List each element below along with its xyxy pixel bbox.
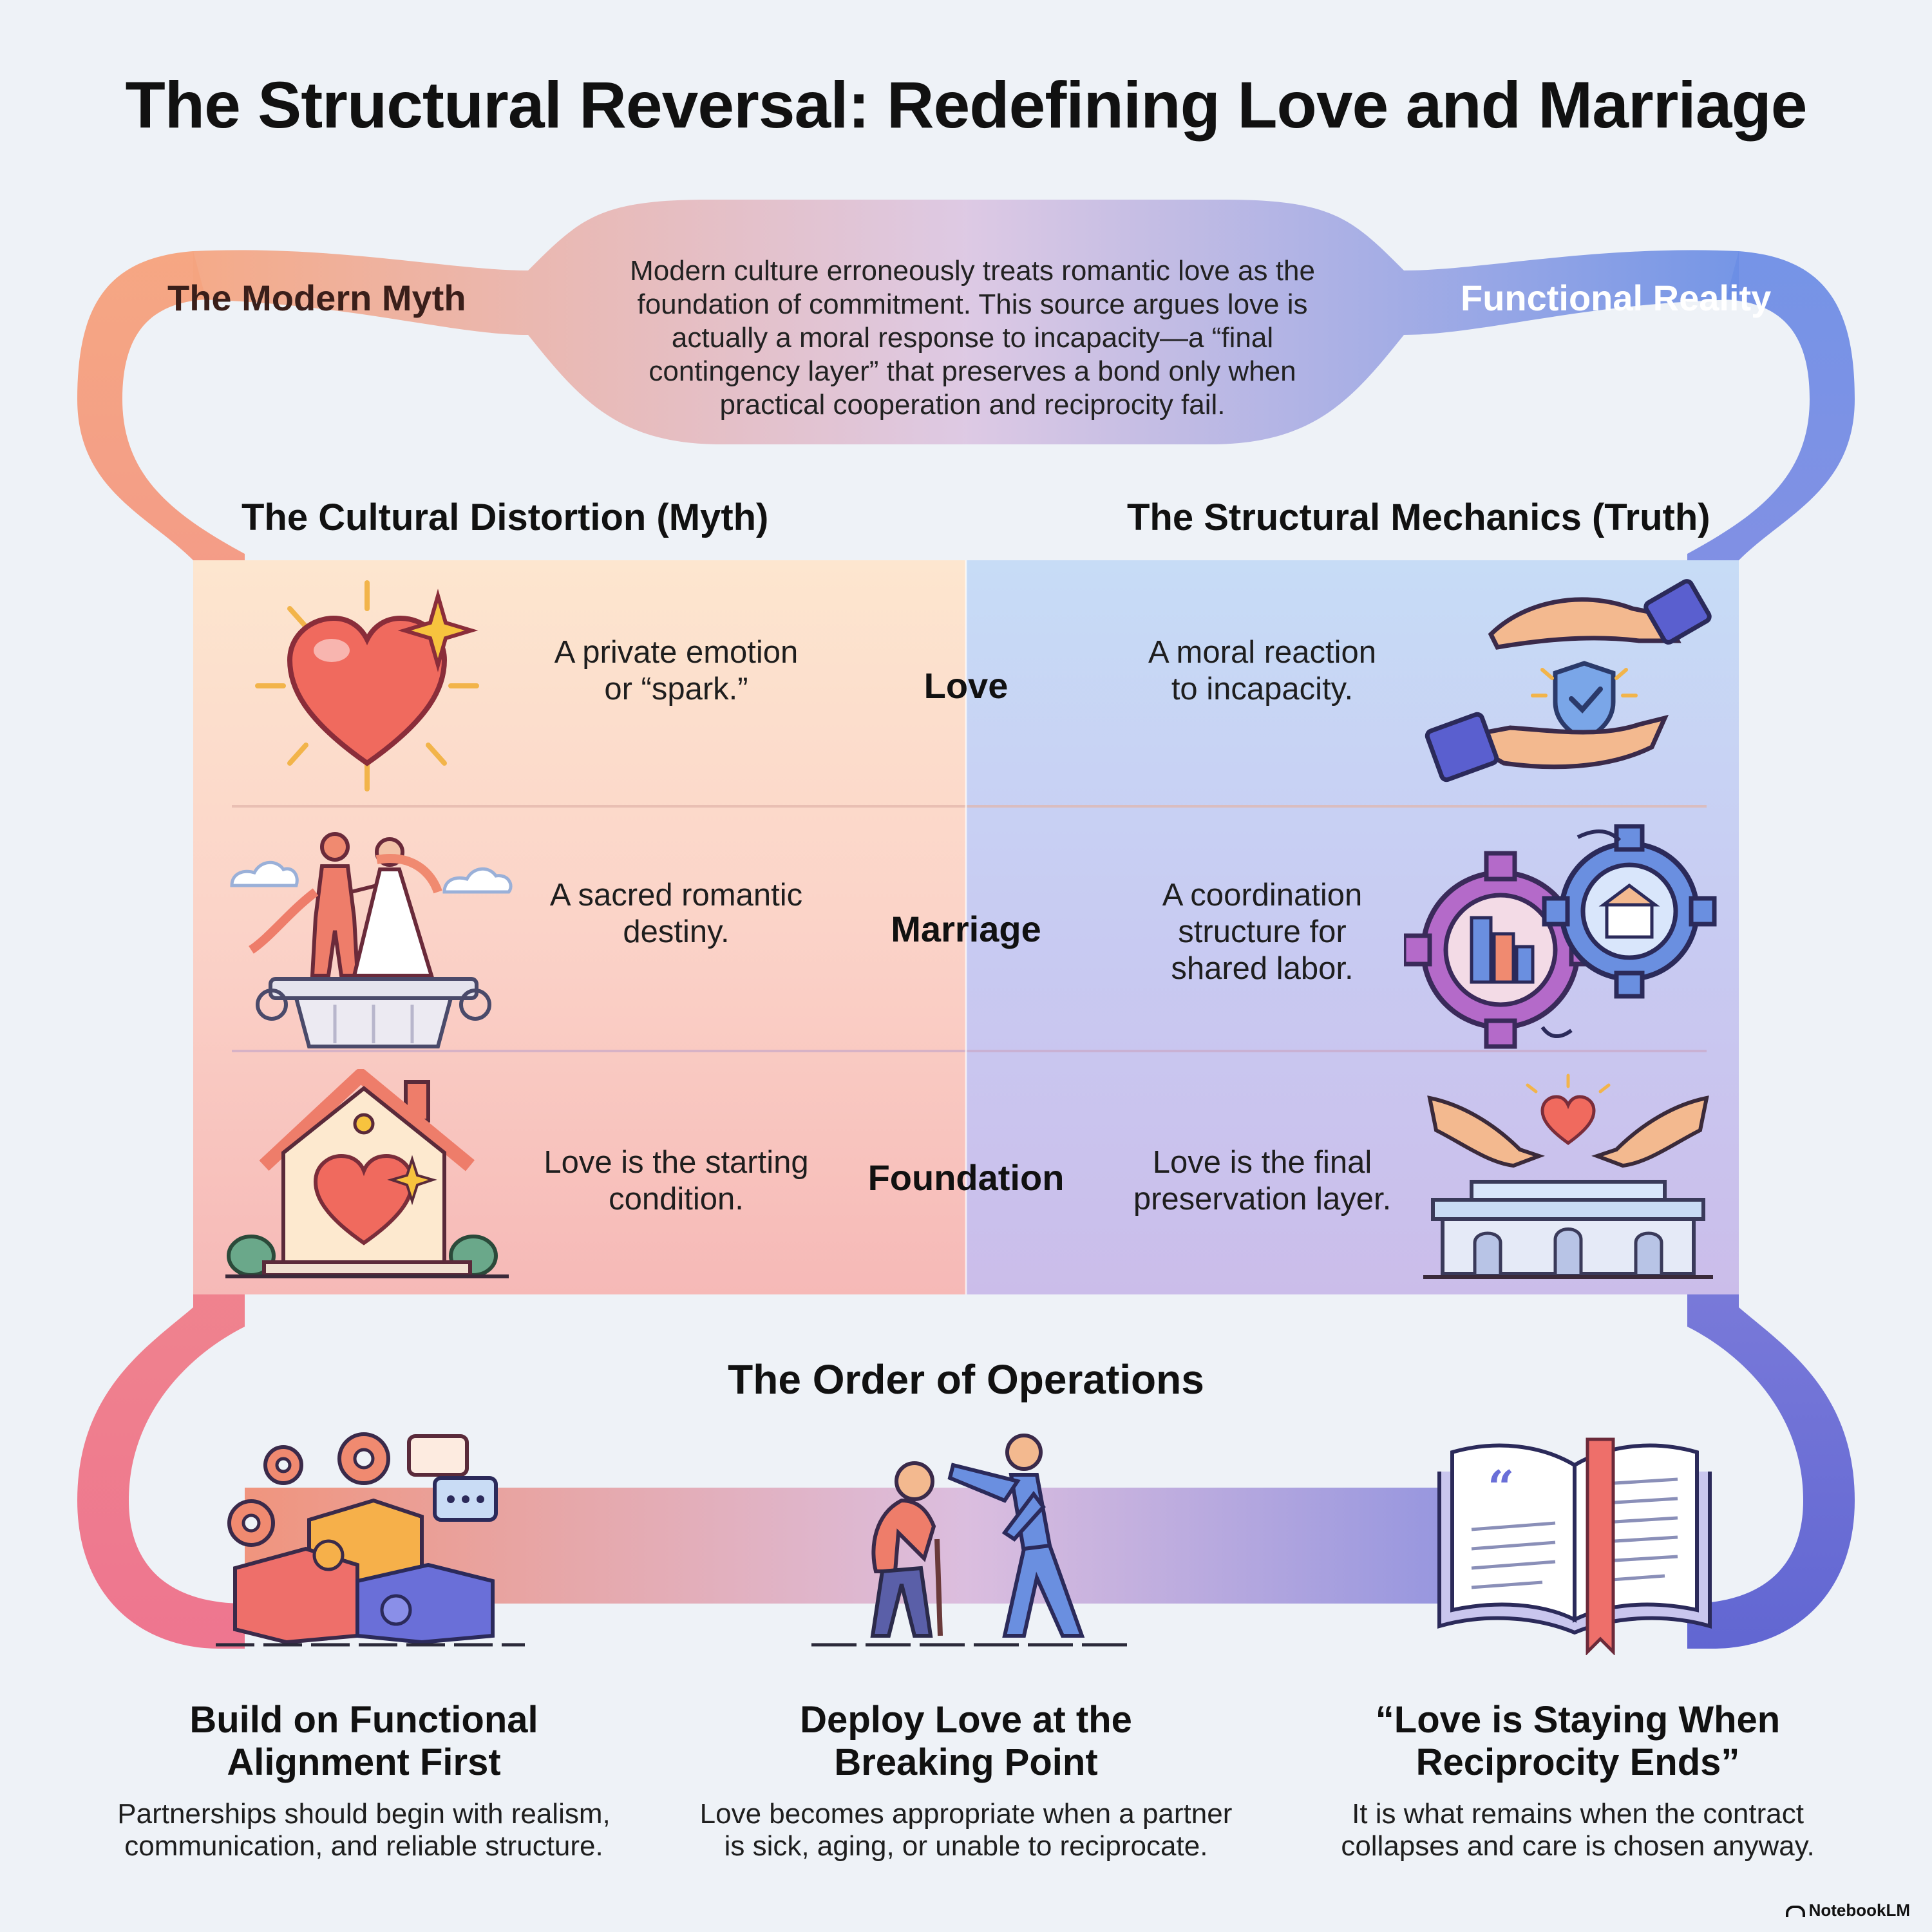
- step-1-description: Partnerships should begin with realism, …: [117, 1798, 611, 1862]
- open-book-icon: “: [1433, 1433, 1716, 1656]
- marriage-myth-text: A sacred romantic destiny.: [549, 878, 803, 949]
- myth-column-header: The Cultural Distortion (Myth): [242, 497, 769, 538]
- step-2-title: Deploy Love at the Breaking Point: [800, 1699, 1132, 1783]
- step-3-description: It is what remains when the contract col…: [1341, 1798, 1815, 1862]
- marriage-truth-text: A coordination structure for shared labo…: [1162, 878, 1363, 986]
- foundation-truth-text: Love is the final preservation layer.: [1133, 1145, 1392, 1217]
- svg-text:“: “: [1488, 1460, 1514, 1515]
- brand-logo-icon: [1785, 1906, 1805, 1918]
- gears-icon: [1401, 824, 1726, 1050]
- page-title: The Structural Reversal: Redefining Love…: [125, 68, 1807, 142]
- functional-reality-label: Functional Reality: [1461, 278, 1772, 318]
- modern-myth-label: The Modern Myth: [167, 278, 466, 318]
- row-label-foundation: Foundation: [867, 1157, 1065, 1198]
- row-label-love: Love: [923, 665, 1009, 706]
- protective-hands-icon: [1420, 576, 1723, 795]
- love-myth-text: A private emotion or “spark.”: [554, 635, 799, 706]
- foundation-myth-text: Love is the starting condition.: [544, 1145, 809, 1217]
- intro-text: Modern culture erroneously treats romant…: [630, 255, 1315, 421]
- brand-label: NotebookLM: [1808, 1900, 1910, 1920]
- notebooklm-brand: NotebookLM: [1785, 1900, 1910, 1920]
- truth-column-header: The Structural Mechanics (Truth): [1127, 497, 1710, 538]
- blocks-gears-icon: [216, 1430, 525, 1649]
- couple-pedestal-icon: [225, 821, 522, 1053]
- heart-spark-icon: [251, 576, 483, 795]
- step-1-title: Build on Functional Alignment First: [189, 1699, 538, 1783]
- house-heart-icon: [225, 1068, 509, 1282]
- step-3-title: “Love is Staying When Reciprocity Ends”: [1375, 1699, 1781, 1783]
- love-truth-text: A moral reaction to incapacity.: [1148, 635, 1377, 706]
- order-of-operations-title: The Order of Operations: [728, 1356, 1204, 1403]
- helping-elder-icon: [811, 1430, 1127, 1649]
- hands-building-icon: [1423, 1072, 1713, 1285]
- row-label-marriage: Marriage: [891, 909, 1041, 949]
- step-2-description: Love becomes appropriate when a partner …: [699, 1798, 1233, 1862]
